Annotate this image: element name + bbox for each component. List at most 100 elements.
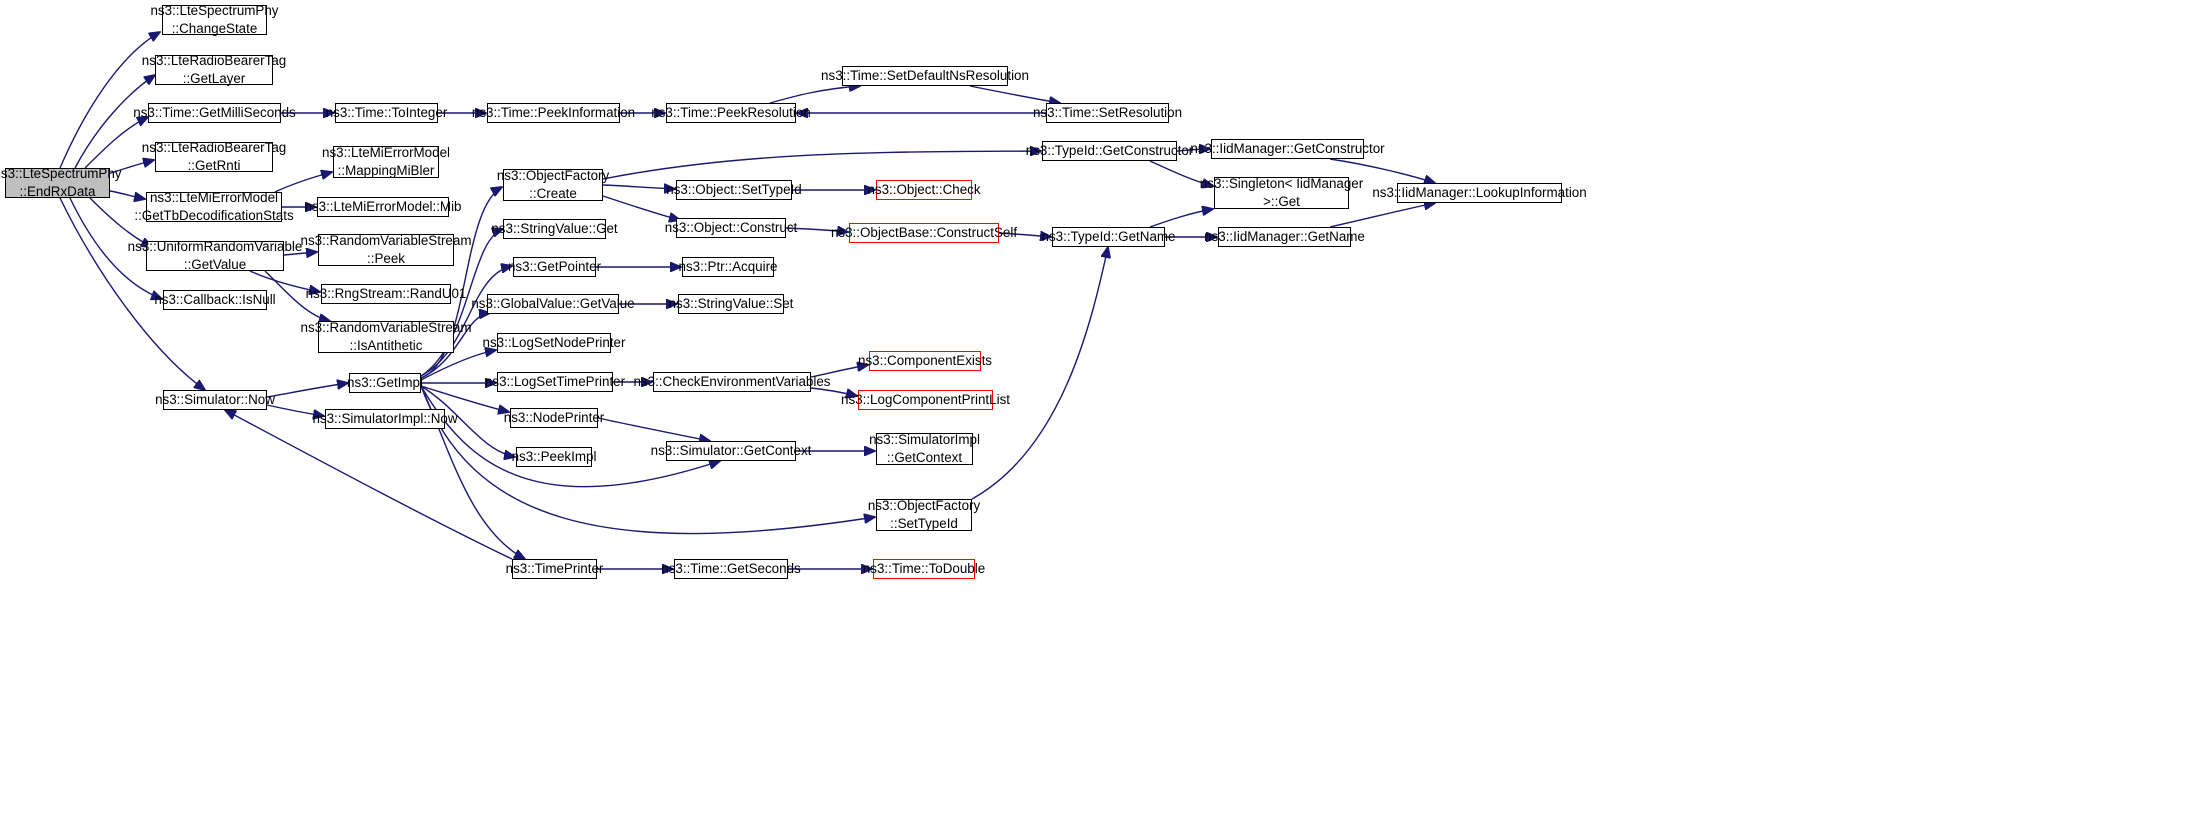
node-label-line: ns3::LogComponentPrintList [841, 392, 1010, 407]
edge-ofsettypeid-to-tidgetname [971, 247, 1108, 500]
node-label-line: ns3::SimulatorImpl [869, 432, 980, 447]
node-stringget[interactable]: ns3::StringValue::Get [491, 219, 618, 239]
edge-tidgetctor-to-singletonget [1149, 160, 1213, 186]
node-objconstruct[interactable]: ns3::Object::Construct [665, 218, 797, 238]
node-label-line: ns3::IidManager::GetConstructor [1190, 141, 1385, 156]
node-simimplgetctx[interactable]: ns3::SimulatorImpl::GetContext [869, 432, 980, 465]
node-label-line: ns3::Time::SetDefaultNsResolution [821, 68, 1029, 83]
node-getmilli[interactable]: ns3::Time::GetMilliSeconds [133, 103, 296, 123]
edge-root-to-uniform [89, 197, 152, 247]
edge-iidgetctor-to-lookupinfo [1329, 158, 1435, 183]
node-stringset[interactable]: ns3::StringValue::Set [669, 294, 793, 314]
node-label-line: ::Create [529, 186, 577, 201]
node-gvgetvalue[interactable]: ns3::GlobalValue::GetValue [471, 294, 635, 314]
edge-setdefaultns-to-setresolution [969, 85, 1060, 103]
node-label-line: ns3::GetImpl [347, 375, 423, 390]
node-setresolution[interactable]: ns3::Time::SetResolution [1033, 103, 1182, 123]
node-tidgetctor[interactable]: ns3::TypeId::GetConstructor [1026, 141, 1193, 161]
node-getimpl[interactable]: ns3::GetImpl [347, 373, 423, 393]
node-label-line: ns3::LogSetTimePrinter [484, 374, 626, 389]
node-label-line: ns3::TypeId::GetName [1041, 229, 1176, 244]
node-objcheck[interactable]: ns3::Object::Check [867, 180, 981, 200]
node-label-line: ns3::TypeId::GetConstructor [1025, 143, 1194, 158]
node-iidgetname[interactable]: ns3::IidManager::GetName [1204, 227, 1365, 247]
node-logtimeprinter[interactable]: ns3::LogSetTimePrinter [485, 372, 625, 392]
node-label-line: ns3::GetPointer [507, 259, 602, 274]
edge-peekres-to-setdefaultns [769, 86, 860, 104]
node-label-line: ns3::Time::PeekInformation [471, 105, 636, 120]
node-label-line: ns3::Time::GetSeconds [661, 561, 801, 576]
edge-constructself-to-tidgetname [998, 233, 1051, 237]
edge-ofcreate-to-objsettypeid [602, 185, 675, 189]
node-label-line: ns3::Ptr::Acquire [678, 259, 778, 274]
node-objsettypeid[interactable]: ns3::Object::SetTypeId [666, 180, 802, 200]
node-randu01[interactable]: ns3::RngStream::RandU01 [306, 284, 466, 304]
node-timeprinter[interactable]: ns3::TimePrinter [506, 559, 603, 579]
node-label-line: ns3::ObjectBase::ConstructSelf [830, 225, 1018, 240]
node-logcomplist[interactable]: ns3::LogComponentPrintList [841, 390, 1010, 410]
node-checkenv[interactable]: ns3::CheckEnvironmentVariables [634, 372, 831, 392]
node-simnow[interactable]: ns3::Simulator::Now [155, 390, 275, 410]
edge-getimpl-to-simgetcontext [420, 385, 720, 488]
node-label-line: ns3::Simulator::Now [155, 392, 275, 407]
node-setdefaultns[interactable]: ns3::Time::SetDefaultNsResolution [821, 66, 1029, 86]
node-label-line: ::IsAntithetic [349, 338, 423, 353]
node-peek[interactable]: ns3::RandomVariableStream::Peek [301, 233, 471, 266]
node-compexists[interactable]: ns3::ComponentExists [858, 351, 992, 371]
node-uniform[interactable]: ns3::UniformRandomVariable::GetValue [128, 239, 303, 272]
node-peekimpl[interactable]: ns3::PeekImpl [512, 447, 596, 467]
node-simgetcontext[interactable]: ns3::Simulator::GetContext [651, 441, 811, 461]
edge-uniform-to-peek [283, 252, 317, 255]
node-label-line: ns3::LteRadioBearerTag [141, 53, 287, 68]
edge-root-to-simnow [59, 197, 205, 390]
node-label-line: ns3::Time::ToInteger [325, 105, 448, 120]
node-ptracquire[interactable]: ns3::Ptr::Acquire [679, 257, 778, 277]
edge-getimpl-to-ofcreate [420, 187, 502, 379]
node-label-line: ns3::Singleton< IidManager [1199, 176, 1364, 191]
node-lognodeprinter[interactable]: ns3::LogSetNodePrinter [483, 333, 625, 353]
node-nodeprinter[interactable]: ns3::NodePrinter [504, 408, 604, 428]
edge-getimpl-to-lognodeprinter [420, 350, 496, 381]
node-mib[interactable]: ns3::LteMiErrorModel::Mib [304, 197, 462, 217]
node-getseconds[interactable]: ns3::Time::GetSeconds [661, 559, 801, 579]
node-isantithetic[interactable]: ns3::RandomVariableStream::IsAntithetic [301, 320, 471, 353]
node-label-line: ns3::PeekImpl [511, 449, 597, 464]
node-label-line: ns3::CheckEnvironmentVariables [633, 374, 831, 389]
node-getlayer[interactable]: ns3::LteRadioBearerTag::GetLayer [142, 53, 286, 86]
edge-gettbdecod-to-mappingmibler [274, 172, 332, 193]
edge-iidgetname-to-lookupinfo [1329, 203, 1435, 228]
node-iidgetctor[interactable]: ns3::IidManager::GetConstructor [1190, 139, 1385, 159]
node-constructself[interactable]: ns3::ObjectBase::ConstructSelf [831, 223, 1017, 243]
node-ofsettypeid[interactable]: ns3::ObjectFactory::SetTypeId [868, 498, 980, 531]
node-mappingmibler[interactable]: ns3::LteMiErrorModel::MappingMiBler [322, 145, 450, 178]
node-getrnti[interactable]: ns3::LteRadioBearerTag::GetRnti [142, 140, 286, 173]
node-changestate[interactable]: ns3::LteSpectrumPhy::ChangeState [150, 3, 278, 36]
node-simimplnow[interactable]: ns3::SimulatorImpl::Now [312, 409, 458, 429]
node-peekinfo[interactable]: ns3::Time::PeekInformation [472, 103, 635, 123]
node-label-line: ::GetContext [886, 450, 963, 465]
node-label-line: ns3::RandomVariableStream [300, 233, 472, 248]
node-label-line: ns3::StringValue::Get [491, 221, 618, 236]
node-getpointer[interactable]: ns3::GetPointer [508, 257, 601, 277]
node-lookupinfo[interactable]: ns3::IidManager::LookupInformation [1372, 183, 1587, 203]
node-singletonget[interactable]: ns3::Singleton< IidManager>::Get [1200, 176, 1363, 209]
node-isnull[interactable]: ns3::Callback::IsNull [154, 290, 276, 310]
node-label-line: ns3::TimePrinter [505, 561, 604, 576]
node-tidgetname[interactable]: ns3::TypeId::GetName [1042, 227, 1176, 247]
edge-root-to-getlayer [74, 75, 155, 169]
node-todouble[interactable]: ns3::Time::ToDouble [863, 559, 985, 579]
node-label-line: ::GetTbDecodificationStats [134, 208, 294, 223]
node-gettbdecod[interactable]: ns3::LteMiErrorModel::GetTbDecodificatio… [134, 190, 293, 223]
edge-tidgetctor-to-iidgetctor [1176, 149, 1210, 151]
node-ofcreate[interactable]: ns3::ObjectFactory::Create [497, 168, 609, 201]
node-tointeger[interactable]: ns3::Time::ToInteger [326, 103, 447, 123]
node-label-line: ns3::LteSpectrumPhy [150, 3, 279, 18]
edge-root-to-isnull [69, 197, 162, 299]
edge-root-to-gettbdecod [104, 189, 145, 199]
edge-objconstruct-to-constructself [785, 228, 848, 232]
node-label-line: ns3::UniformRandomVariable [127, 239, 303, 254]
edge-uniform-to-randu01 [249, 270, 320, 292]
node-label-line: ns3::Object::SetTypeId [666, 182, 802, 197]
node-label-line: ns3::LteRadioBearerTag [141, 140, 287, 155]
node-peekres[interactable]: ns3::Time::PeekResolution [651, 103, 811, 123]
